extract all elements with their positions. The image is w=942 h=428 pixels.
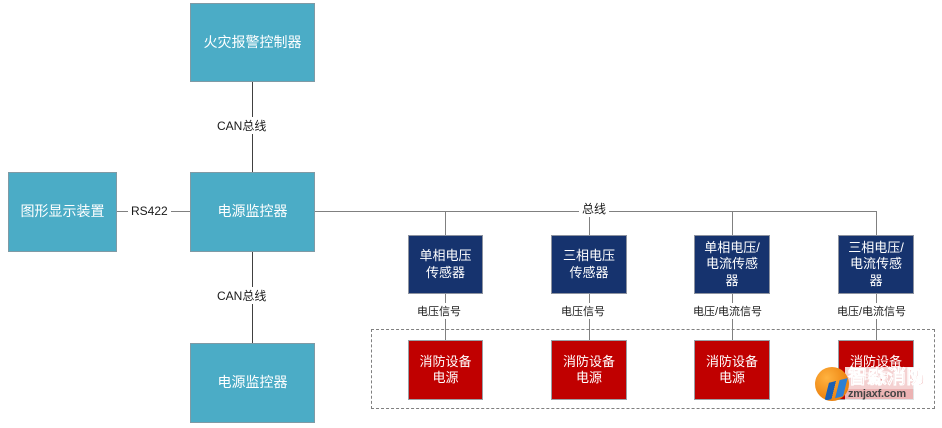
- node-label: 消防设备 电源: [419, 353, 472, 385]
- node-label: 单相电压 传感器: [419, 248, 472, 280]
- edge-label-signal-1: 电压信号: [414, 303, 464, 319]
- node-fire-equipment-power-2[interactable]: 消防设备 电源: [551, 340, 627, 400]
- edge-label-signal-3: 电压/电流信号: [690, 303, 766, 319]
- equipment-group-boundary: [371, 329, 935, 409]
- node-label: 消防设备 电源: [705, 353, 758, 385]
- node-label: 火灾报警控制器: [203, 33, 302, 50]
- edge-label-can-bus-bottom: CAN总线: [214, 287, 270, 304]
- node-label: 单相电压/ 电流传感 器: [704, 240, 760, 288]
- node-power-monitor-secondary[interactable]: 电源监控器: [190, 343, 315, 423]
- node-label: 消防设备 电源: [562, 353, 615, 385]
- node-fire-equipment-power-1[interactable]: 消防设备 电源: [408, 340, 483, 400]
- edge-bus-drop-4: [876, 211, 877, 235]
- edge-label-rs422: RS422: [128, 204, 171, 218]
- node-power-monitor-main[interactable]: 电源监控器: [190, 172, 315, 252]
- node-fire-alarm-controller[interactable]: 火灾报警控制器: [190, 3, 315, 82]
- node-sensor-single-phase-voltage[interactable]: 单相电压 传感器: [408, 235, 483, 294]
- edge-bus-drop-3: [732, 211, 733, 235]
- node-graphic-display[interactable]: 图形显示装置: [8, 172, 117, 252]
- node-fire-equipment-power-4[interactable]: 消防设备 电源: [838, 340, 914, 400]
- node-label: 电源监控器: [217, 374, 288, 391]
- edge-bus-drop-2: [589, 211, 590, 235]
- edge-label-signal-2: 电压信号: [558, 303, 608, 319]
- node-sensor-single-phase-voltage-current[interactable]: 单相电压/ 电流传感 器: [694, 235, 770, 294]
- node-label: 电源监控器: [217, 203, 288, 220]
- node-label: 图形显示装置: [20, 203, 105, 220]
- node-sensor-three-phase-voltage[interactable]: 三相电压 传感器: [551, 235, 627, 294]
- node-sensor-three-phase-voltage-current[interactable]: 三相电压/ 电流传感 器: [838, 235, 914, 294]
- node-fire-equipment-power-3[interactable]: 消防设备 电源: [694, 340, 770, 400]
- node-label: 三相电压 传感器: [562, 248, 615, 280]
- edge-label-can-bus-top: CAN总线: [214, 117, 270, 134]
- edge-label-signal-4: 电压/电流信号: [834, 303, 910, 319]
- edge-label-main-bus: 总线: [579, 200, 610, 217]
- node-label: 消防设备 电源: [849, 353, 902, 385]
- edge-bus-drop-1: [445, 211, 446, 235]
- node-label: 三相电压/ 电流传感 器: [848, 240, 904, 288]
